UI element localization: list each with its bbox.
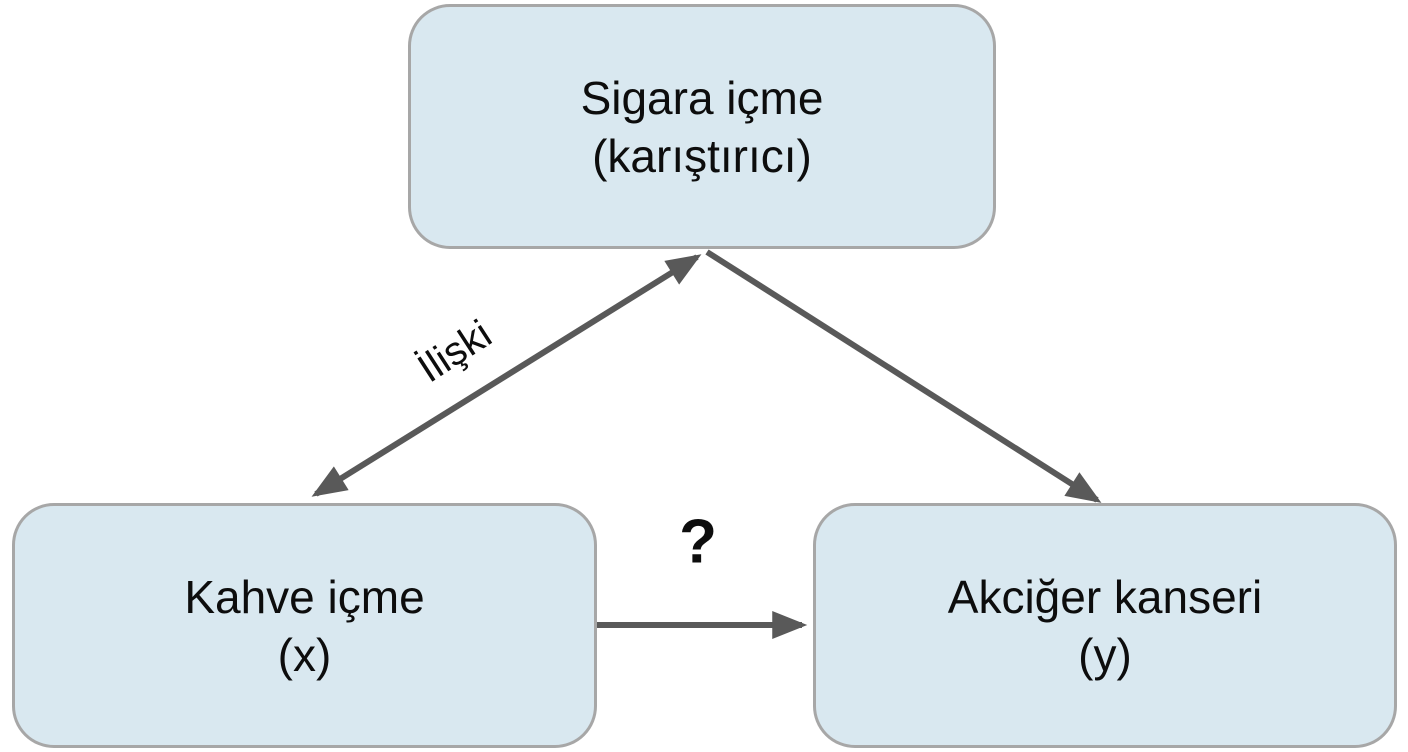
node-label-line2: (karıştırıcı)	[592, 129, 812, 182]
node-label-line2: (y)	[1078, 628, 1132, 681]
edge-label-question: ?	[679, 507, 717, 577]
node-y-lung-cancer: Akciğer kanseri (y)	[813, 503, 1397, 748]
node-confounder-smoking: Sigara içme (karıştırıcı)	[408, 4, 996, 249]
node-label-line1: Kahve içme	[184, 570, 425, 623]
edge-relation-bidirectional-arrow	[311, 254, 702, 497]
node-label-line1: Sigara içme	[580, 71, 824, 124]
node-label-line2: (x)	[277, 628, 332, 681]
node-x-coffee: Kahve içme (x)	[12, 503, 597, 748]
edge-label-relation: İlişki	[410, 311, 500, 392]
node-label-line1: Akciğer kanseri	[947, 570, 1263, 623]
edge-confounder-to-y-arrow	[705, 249, 1102, 503]
